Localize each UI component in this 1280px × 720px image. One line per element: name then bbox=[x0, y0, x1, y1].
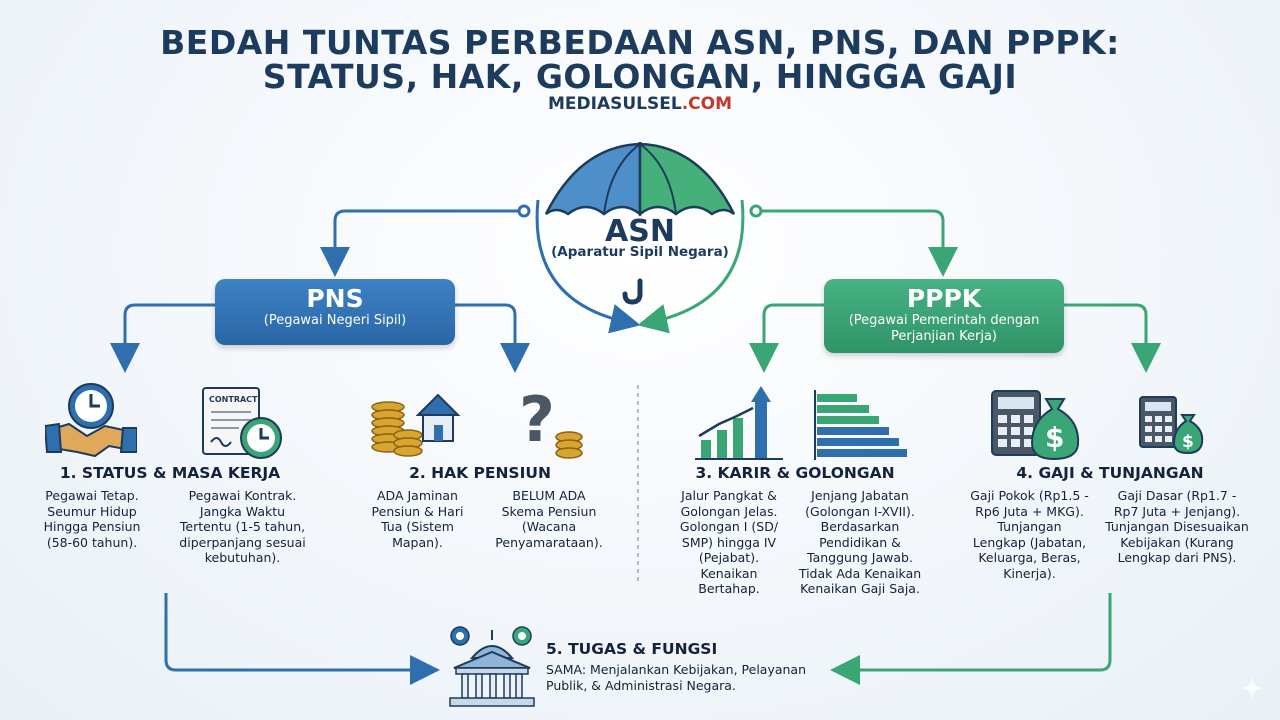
contract-clock-icon: CONTRACT bbox=[202, 387, 282, 459]
pns-branches bbox=[110, 303, 530, 373]
sparkle-icon bbox=[1240, 676, 1264, 700]
title-line-1: BEDAH TUNTAS PERBEDAAN ASN, PNS, DAN PPP… bbox=[160, 23, 1120, 62]
asn-to-pns-arrow bbox=[320, 204, 531, 277]
calculator-money-bag-icon: $ bbox=[991, 390, 1080, 461]
karir-pns-text: Jalur Pangkat & Golongan Jelas. Golongan… bbox=[679, 488, 779, 596]
status-pns-text: Pegawai Tetap. Seumur Hidup Hingga Pensi… bbox=[43, 488, 141, 550]
pensiun-pppk-text: BELUM ADA Skema Pensiun (Wacana Penyamar… bbox=[495, 488, 603, 550]
asn-full-name: (Aparatur Sipil Negara) bbox=[551, 244, 729, 260]
svg-text:CONTRACT: CONTRACT bbox=[209, 395, 258, 404]
svg-text:$: $ bbox=[1182, 432, 1194, 452]
status-pppk-text: Pegawai Kontrak. Jangka Waktu Tertentu (… bbox=[179, 488, 306, 565]
karir-pppk-text: Jenjang Jabatan (Golongan I-XVII). Berda… bbox=[798, 488, 922, 596]
section-gaji-title: 4. GAJI & TUNJANGAN bbox=[1016, 464, 1204, 482]
section-karir-title: 3. KARIR & GOLONGAN bbox=[695, 464, 895, 482]
pppk-to-tugas-arrow bbox=[830, 593, 1112, 685]
tugas-text-line2: Publik, & Administrasi Negara. bbox=[546, 678, 736, 693]
site-main: MEDIASULSEL bbox=[547, 94, 682, 114]
asn-arc-blue bbox=[535, 199, 641, 334]
pensiun-pns-text: ADA Jaminan Pensiun & Hari Tua (Sistem M… bbox=[371, 488, 464, 550]
site-name: MEDIASULSEL.COM bbox=[0, 94, 1280, 114]
small-calculator-money-bag-icon: $ bbox=[1139, 396, 1204, 455]
site-accent: .COM bbox=[681, 94, 732, 114]
svg-text:?: ? bbox=[519, 385, 555, 456]
gaji-pppk-text: Gaji Dasar (Rp1.7 - Rp7 Juta + Jenjang).… bbox=[1105, 488, 1249, 565]
pppk-branches bbox=[749, 303, 1161, 373]
bar-levels-icon bbox=[814, 390, 907, 460]
pppk-box: PPPK (Pegawai Pemerintah dengan Perjanji… bbox=[824, 279, 1064, 353]
asn-arc-green bbox=[637, 199, 745, 334]
pppk-full-name-line2: Perjanjian Kerja) bbox=[891, 329, 997, 344]
pns-label: PNS bbox=[306, 284, 364, 313]
pppk-full-name-line1: (Pegawai Pemerintah dengan bbox=[848, 313, 1040, 328]
section-tugas-title: 5. TUGAS & FUNGSI bbox=[546, 640, 718, 658]
title-line-2: STATUS, HAK, GOLONGAN, HINGGA GAJI bbox=[262, 57, 1018, 96]
coins-house-icon bbox=[371, 393, 461, 457]
growth-chart-icon bbox=[695, 386, 783, 460]
asn-label: ASN bbox=[605, 214, 675, 249]
asn-to-pppk-arrow bbox=[749, 204, 958, 277]
section-pensiun-title: 2. HAK PENSIUN bbox=[409, 464, 551, 482]
tugas-text-line1: SAMA: Menjalankan Kebijakan, Pelayanan bbox=[546, 662, 807, 677]
question-coins-icon: ? bbox=[519, 385, 583, 459]
government-building-gears-icon bbox=[449, 626, 535, 707]
pppk-label: PPPK bbox=[906, 284, 982, 313]
pns-box: PNS (Pegawai Negeri Sipil) bbox=[215, 279, 455, 345]
section-status-title: 1. STATUS & MASA KERJA bbox=[59, 464, 281, 482]
pns-to-tugas-arrow bbox=[164, 593, 440, 685]
svg-text:$: $ bbox=[1045, 421, 1064, 454]
pns-full-name: (Pegawai Negeri Sipil) bbox=[263, 313, 407, 328]
gaji-pns-text: Gaji Pokok (Rp1.5 - Rp6 Juta + MKG). Tun… bbox=[970, 488, 1089, 581]
clock-handshake-icon bbox=[45, 383, 137, 458]
umbrella-icon bbox=[544, 142, 736, 305]
